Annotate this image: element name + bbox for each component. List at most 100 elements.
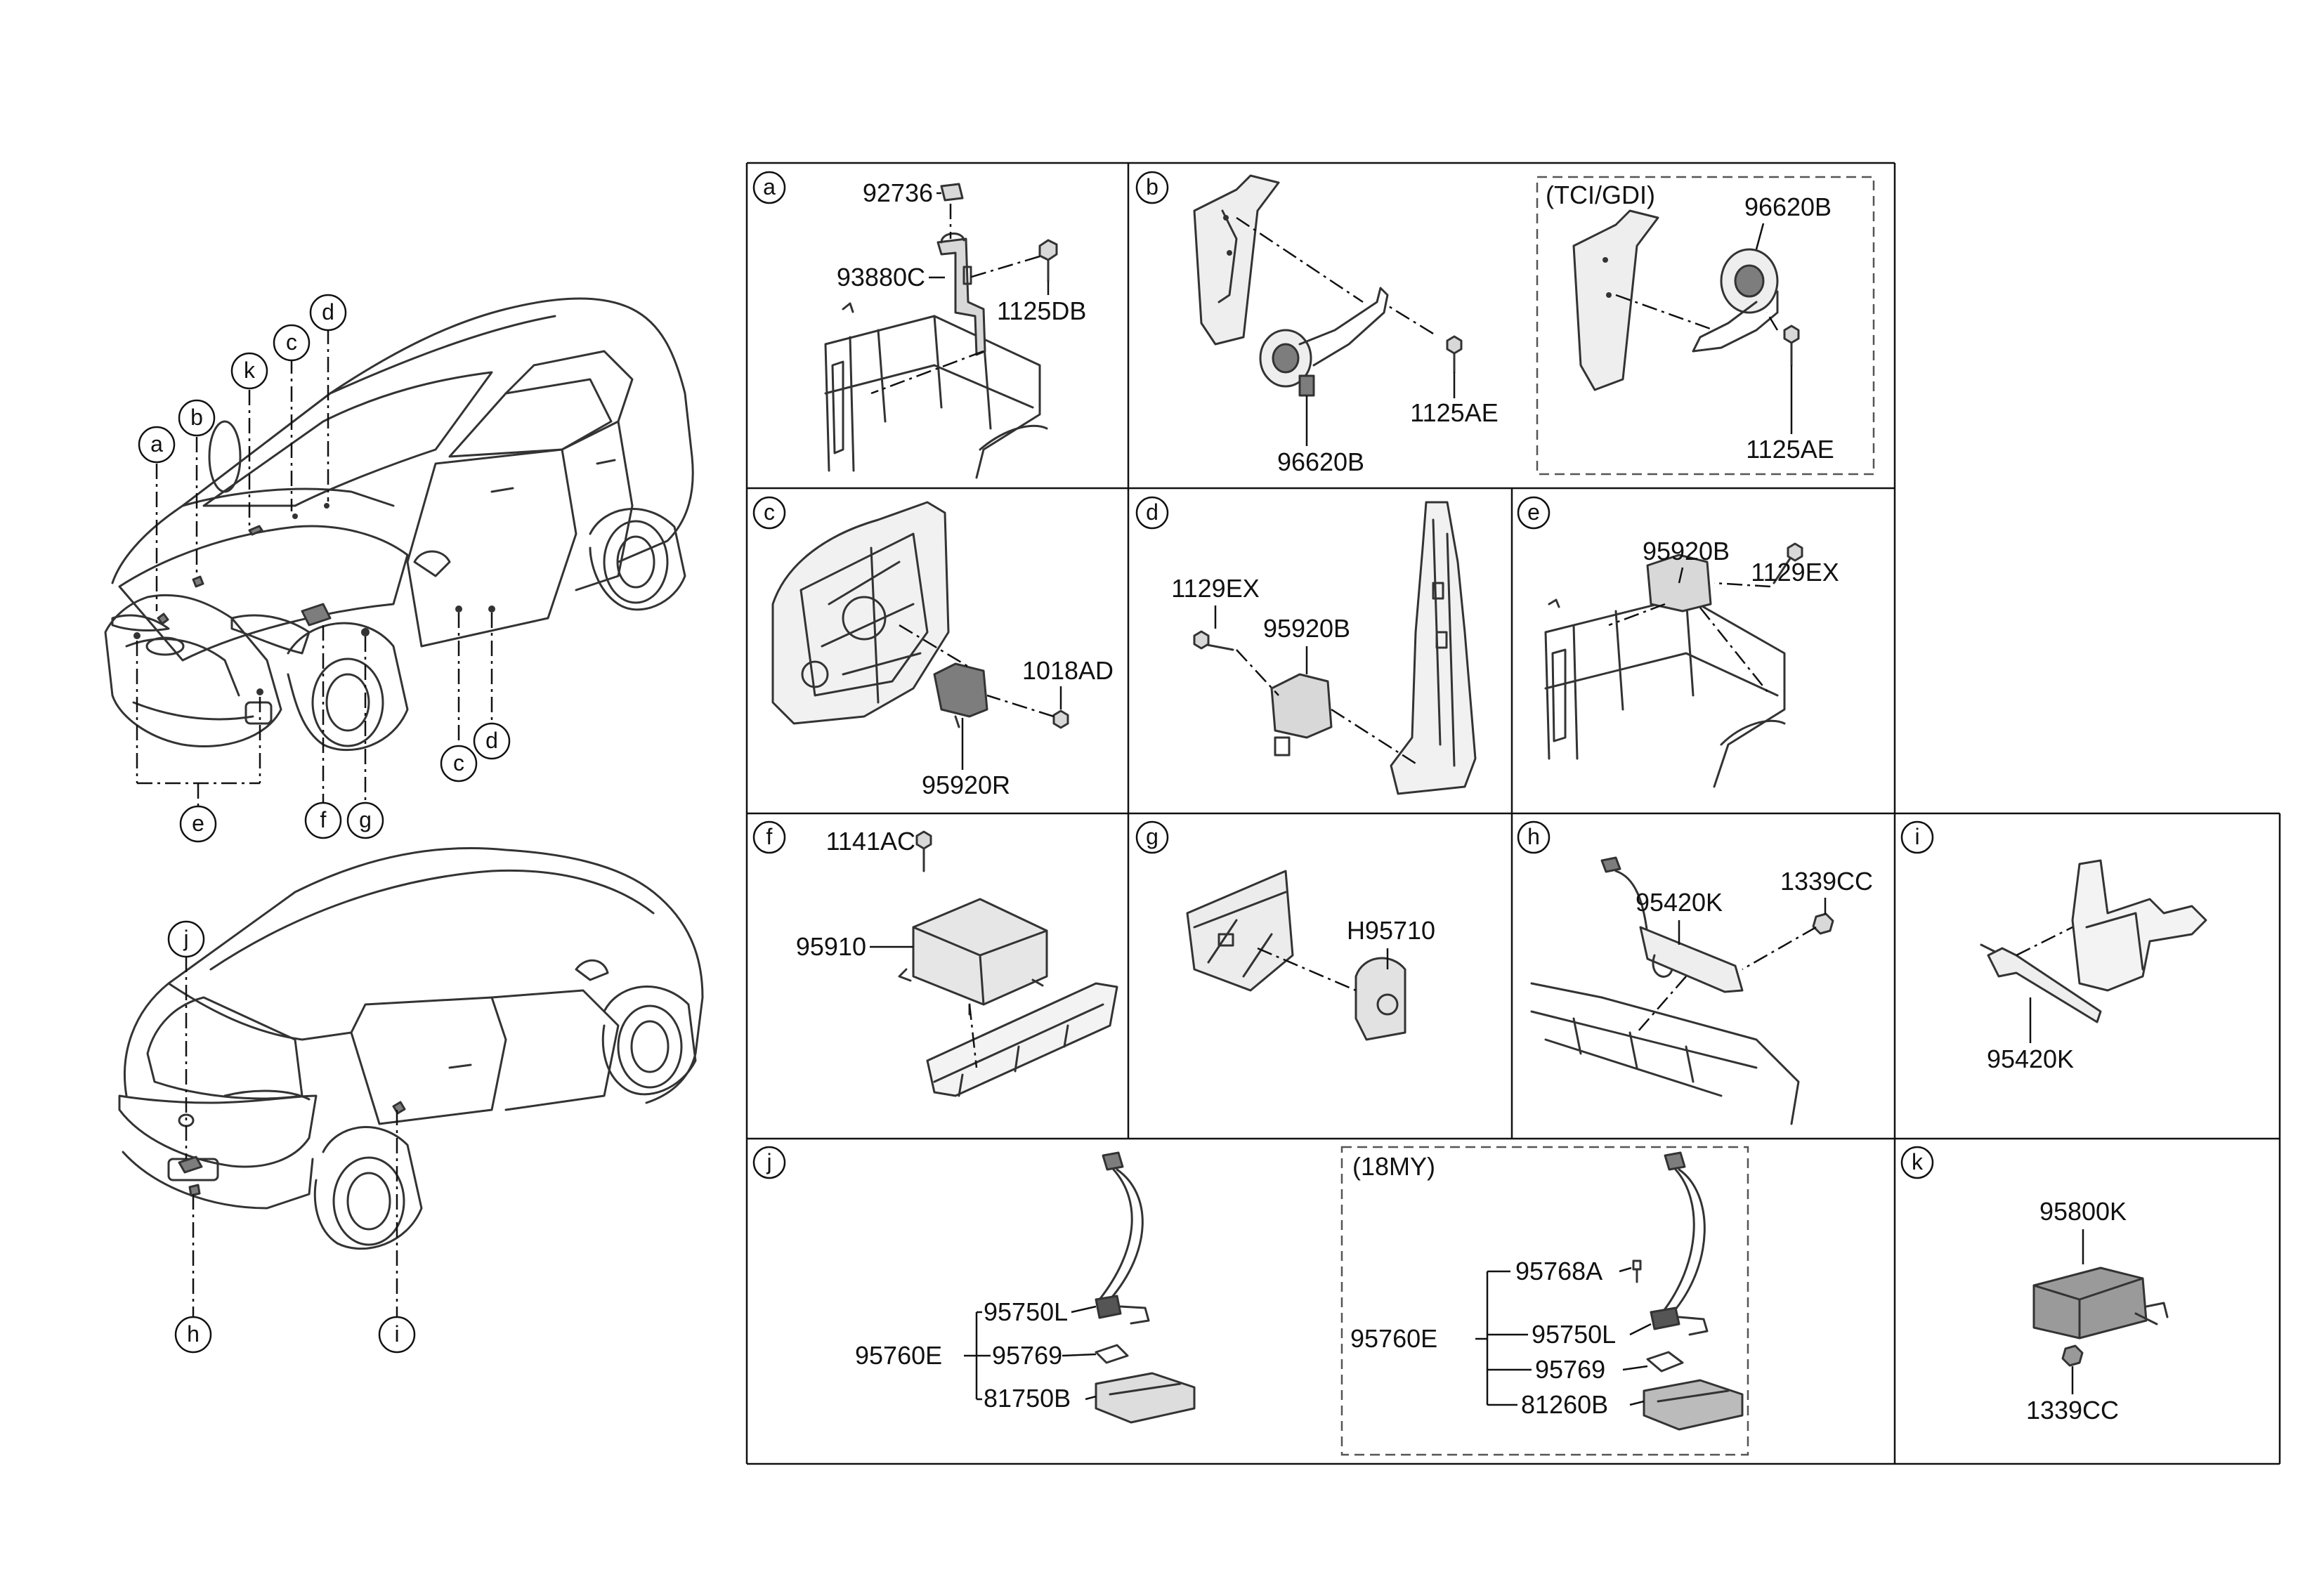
variant-part-1125AE: 1125AE [1746,435,1834,464]
part-92736: 92736 [863,178,933,207]
panel-k-letter: k [1900,1146,1934,1179]
panel-d: d 1129EX 95920B [1135,496,1477,795]
panel-i-illustration [1980,859,2207,1023]
part-95420K-i: 95420K [1987,1045,2074,1073]
panel-f-illustration [898,830,1118,1097]
panel-a-letter: a [752,171,786,204]
part-1129EX-e: 1129EX [1751,558,1839,587]
part-1129EX: 1129EX [1171,574,1259,603]
part-93880C: 93880C [837,263,925,292]
panel-grid [745,162,2281,1465]
svg-text:h: h [187,1321,200,1347]
rear-callout-h: h [174,1316,212,1354]
svg-text:f: f [320,807,327,832]
part-95920B-e: 95920B [1643,537,1730,565]
svg-text:d: d [485,728,498,753]
front-vehicle-view: a b k c d e f g c d [104,294,694,843]
part-1018AD: 1018AD [1022,656,1114,685]
svg-text:j: j [183,926,188,951]
part-95910: 95910 [796,932,866,961]
svg-text:b: b [190,405,203,430]
svg-text:h: h [1527,824,1540,849]
svg-text:c: c [286,329,297,355]
rear-vehicle-illustration [118,847,704,1250]
svg-text:k: k [1912,1149,1924,1174]
panel-j-letter: j [752,1146,786,1179]
part-1125AE: 1125AE [1410,398,1498,427]
panel-k-illustration [2032,1266,2169,1367]
part-1339CC-k: 1339CC [2026,1396,2119,1425]
panel-e: e 95920B 1129EX [1517,496,1839,788]
panel-j-illustration [1095,1151,1196,1424]
front-callout-c: c [273,324,311,362]
variant-part-96620B: 96620B [1744,192,1832,221]
part-81750B: 81750B [984,1384,1071,1413]
panel-c-letter: c [752,496,786,530]
variant-part-81260B: 81260B [1521,1390,1608,1419]
svg-text:g: g [1146,824,1158,849]
svg-text:e: e [1527,499,1540,525]
rear-callout-j: j [167,920,205,958]
svg-text:e: e [192,811,204,836]
panel-h: h 95420K 1339CC [1517,820,1873,1125]
part-95800K: 95800K [2039,1197,2127,1226]
panel-i: i 95420K [1900,820,2207,1073]
front-callout-b: b [178,399,216,437]
front-callout-d2: d [473,722,511,760]
front-callout-c2: c [440,745,478,783]
svg-text:i: i [394,1321,399,1347]
panel-f-letter: f [752,820,786,854]
part-95769: 95769 [992,1341,1062,1370]
part-96620B: 96620B [1277,447,1364,476]
variant-part-95769: 95769 [1535,1355,1605,1384]
panel-c: c 1018AD 95920R [752,496,1114,799]
front-callout-f: f [304,801,342,839]
svg-text:i: i [1914,824,1919,849]
svg-text:a: a [763,174,776,199]
panel-g: g H95710 [1135,820,1435,1041]
front-callout-d: d [309,294,347,332]
variant-part-95768A: 95768A [1515,1257,1602,1285]
panel-f: f 1141AC 95910 [752,820,1118,1097]
panel-a-illustration [824,183,1058,479]
svg-text:g: g [359,807,372,832]
front-callout-e: e [179,805,217,843]
tci-gdi-label: (TCI/GDI) [1546,181,1655,209]
panel-j: j 95750L 95760E 95769 81750B (18MY) [752,1146,1749,1456]
front-vehicle-illustration [104,297,694,752]
svg-text:d: d [1146,499,1158,525]
part-1339CC: 1339CC [1780,867,1873,896]
svg-text:c: c [764,499,775,525]
panel-b-illustration [1193,174,1463,397]
variant-part-95750L: 95750L [1532,1320,1616,1349]
panel-b: b 96620B 1125AE (TCI/GDI) [1135,171,1875,476]
18my-label: (18MY) [1352,1152,1435,1181]
svg-text:j: j [766,1149,771,1174]
part-95920B: 95920B [1263,614,1350,643]
panel-c-illustration [771,501,1069,729]
rear-callout-i: i [378,1316,416,1354]
svg-text:k: k [244,358,256,383]
front-callout-a: a [138,426,176,464]
part-1125DB: 1125DB [997,296,1086,325]
svg-text:d: d [322,299,334,325]
svg-text:b: b [1146,174,1158,199]
panel-b-variant-illustration [1572,209,1800,391]
part-1141AC: 1141AC [826,827,915,856]
panel-g-letter: g [1135,820,1169,854]
panel-e-letter: e [1517,496,1551,530]
part-95420K: 95420K [1636,888,1723,917]
panel-h-letter: h [1517,820,1551,854]
panel-h-illustration [1530,856,1834,1125]
panel-d-illustration [1193,501,1477,795]
18my-variant-box [1340,1146,1749,1456]
front-callout-g: g [346,801,384,839]
panel-b-letter: b [1135,171,1169,204]
panel-a: a 92736 93880C 1125DB [752,171,1086,479]
part-95750L: 95750L [984,1297,1068,1326]
panel-j-variant-illustration [1632,1151,1744,1431]
panel-i-letter: i [1900,820,1934,854]
front-callout-k: k [230,352,268,390]
svg-text:a: a [150,431,163,457]
